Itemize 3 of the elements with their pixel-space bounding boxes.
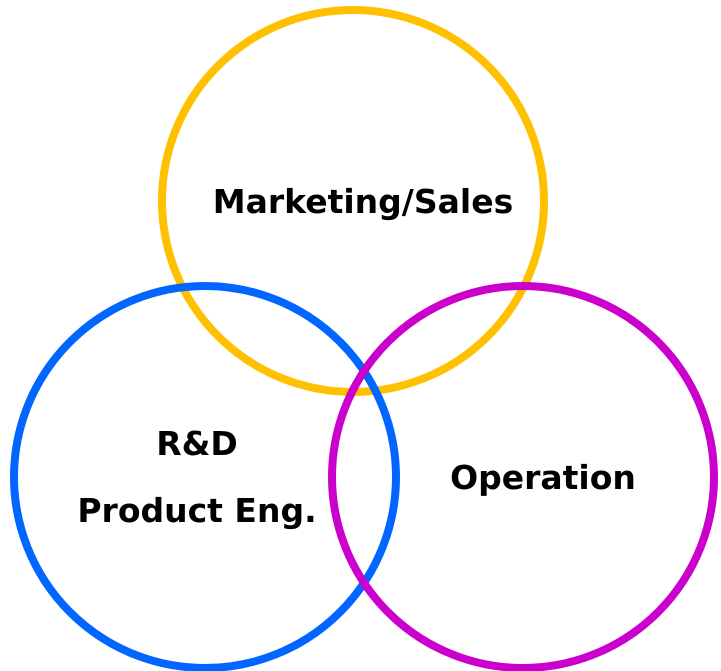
circle-label: R&D: [156, 427, 238, 460]
circle-label: Operation: [450, 460, 636, 494]
circle-label: Product Eng.: [77, 494, 317, 527]
